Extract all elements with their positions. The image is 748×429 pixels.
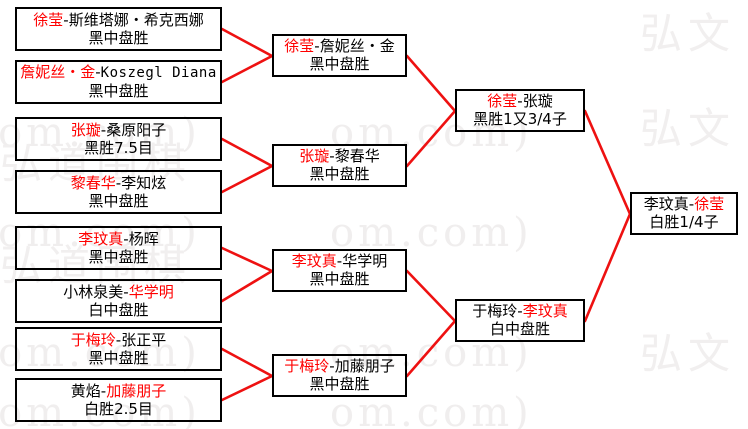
match-result: 白中盘胜 xyxy=(489,320,550,338)
player-name-loser: 黄焰 xyxy=(70,381,101,400)
player-name-loser: 斯维塔娜・希克西娜 xyxy=(68,10,204,29)
match-players: 小林泉美-华学明 xyxy=(63,282,174,301)
player-separator: - xyxy=(115,173,122,192)
player-separator: - xyxy=(517,92,523,111)
match-box-r3m2[interactable]: 于梅玲-李玟真 白中盘胜 xyxy=(455,299,585,342)
player-name-loser: 李知炫 xyxy=(121,173,167,192)
player-separator: - xyxy=(63,10,69,29)
player-name-winner: 于梅玲 xyxy=(70,330,116,349)
match-result: 黑中盘胜 xyxy=(309,55,370,73)
match-result: 白胜2.5目 xyxy=(84,399,153,418)
match-players: 黎春华-李知炫 xyxy=(70,173,167,192)
player-separator: - xyxy=(100,120,107,139)
match-players: 张璇-黎春华 xyxy=(299,148,379,165)
player-name-winner: 李玟真 xyxy=(78,229,124,248)
player-name-loser: 詹妮丝・金 xyxy=(319,37,395,56)
match-result: 黑中盘胜 xyxy=(88,81,149,100)
match-box-r1m4[interactable]: 黎春华-李知炫 黑中盘胜 xyxy=(15,170,222,214)
match-box-r1m3[interactable]: 张璇-桑原阳子 黑胜7.5目 xyxy=(15,117,222,161)
player-name-winner: 于梅玲 xyxy=(284,357,330,376)
match-players: 于梅玲-李玟真 xyxy=(472,303,567,320)
player-name-loser: 杨晖 xyxy=(128,229,159,248)
match-players: 于梅玲-张正平 xyxy=(70,330,167,349)
player-separator: - xyxy=(115,330,122,349)
player-separator: - xyxy=(517,302,523,321)
player-name-loser: 张正平 xyxy=(121,330,167,349)
match-box-r2m2[interactable]: 张璇-黎春华 黑中盘胜 xyxy=(272,144,407,187)
match-players: 李玟真-杨晖 xyxy=(78,229,159,248)
match-box-r2m3[interactable]: 李玟真-华学明 黑中盘胜 xyxy=(272,249,407,292)
player-name-winner: 李玟真 xyxy=(522,302,568,321)
watermark-cjk: 弘文 xyxy=(640,9,737,58)
match-result: 黑中盘胜 xyxy=(88,348,149,367)
match-players: 黄焰-加藤朋子 xyxy=(70,381,167,400)
player-name-winner: 加藤朋子 xyxy=(106,381,167,400)
match-result: 黑中盘胜 xyxy=(309,270,370,288)
match-box-r1m7[interactable]: 于梅玲-张正平 黑中盘胜 xyxy=(15,327,222,371)
player-name-loser: 张璇 xyxy=(522,92,553,111)
player-name-winner: 徐莹 xyxy=(694,195,725,214)
match-result: 黑中盘胜 xyxy=(88,191,149,210)
player-separator: - xyxy=(123,229,129,248)
player-name-winner: 华学明 xyxy=(128,282,174,301)
player-name-loser: Koszegl Diana xyxy=(100,65,217,82)
match-box-r1m1[interactable]: 徐莹-斯维塔娜・希克西娜 黑中盘胜 xyxy=(15,7,222,51)
player-separator: - xyxy=(314,37,320,56)
match-players: 李玟真-华学明 xyxy=(292,253,387,270)
player-name-loser: 黎春华 xyxy=(334,147,380,166)
player-name-winner: 李玟真 xyxy=(291,252,337,271)
match-result: 黑中盘胜 xyxy=(309,165,370,183)
match-result: 黑中盘胜 xyxy=(88,28,149,47)
player-name-winner: 徐莹 xyxy=(33,10,64,29)
player-name-winner: 詹妮丝・金 xyxy=(20,63,96,82)
player-separator: - xyxy=(329,147,335,166)
player-name-winner: 徐莹 xyxy=(487,92,518,111)
player-name-loser: 李玟真 xyxy=(643,195,689,214)
player-separator: - xyxy=(688,195,695,214)
match-box-r3m1[interactable]: 徐莹-张璇 黑胜1又3/4子 xyxy=(455,89,585,132)
match-players: 詹妮丝・金-Koszegl Diana xyxy=(20,64,217,82)
player-name-loser: 华学明 xyxy=(342,252,388,271)
player-separator: - xyxy=(100,381,107,400)
match-box-final[interactable]: 李玟真-徐莹 白胜1/4子 xyxy=(630,192,738,235)
match-box-r1m8[interactable]: 黄焰-加藤朋子 白胜2.5目 xyxy=(15,378,222,422)
player-name-loser: 于梅玲 xyxy=(472,302,518,321)
player-name-loser: 小林泉美 xyxy=(63,282,124,301)
match-players: 徐莹-斯维塔娜・希克西娜 xyxy=(33,10,204,29)
match-box-r2m4[interactable]: 于梅玲-加藤朋子 黑中盘胜 xyxy=(272,354,407,397)
match-box-r1m2[interactable]: 詹妮丝・金-Koszegl Diana 黑中盘胜 xyxy=(15,60,222,104)
match-box-r1m5[interactable]: 李玟真-杨晖 黑中盘胜 xyxy=(15,226,222,270)
match-players: 徐莹-詹妮丝・金 xyxy=(284,38,394,55)
match-result: 白中盘胜 xyxy=(88,300,149,319)
player-separator: - xyxy=(123,282,129,301)
match-box-r2m1[interactable]: 徐莹-詹妮丝・金 黑中盘胜 xyxy=(272,34,407,77)
match-result: 黑中盘胜 xyxy=(88,247,149,266)
player-name-winner: 张璇 xyxy=(70,120,101,139)
player-separator: - xyxy=(329,357,335,376)
match-result: 黑胜1又3/4子 xyxy=(473,110,567,128)
match-players: 李玟真-徐莹 xyxy=(644,196,724,213)
match-result: 黑胜7.5目 xyxy=(84,138,153,157)
watermark-cjk: 弘文 xyxy=(640,104,737,153)
match-box-r1m6[interactable]: 小林泉美-华学明 白中盘胜 xyxy=(15,279,222,323)
player-name-winner: 徐莹 xyxy=(284,37,315,56)
player-separator: - xyxy=(336,252,343,271)
player-name-winner: 张璇 xyxy=(299,147,330,166)
match-players: 于梅玲-加藤朋子 xyxy=(284,358,394,375)
player-name-loser: 桑原阳子 xyxy=(106,120,167,139)
player-name-loser: 加藤朋子 xyxy=(334,357,395,376)
match-result: 黑中盘胜 xyxy=(309,375,370,393)
match-players: 张璇-桑原阳子 xyxy=(70,120,167,139)
player-separator: - xyxy=(95,63,101,82)
watermark-cjk: 弘文 xyxy=(640,329,737,378)
player-name-winner: 黎春华 xyxy=(70,173,116,192)
match-players: 徐莹-张璇 xyxy=(487,93,552,110)
match-result: 白胜1/4子 xyxy=(649,213,719,231)
